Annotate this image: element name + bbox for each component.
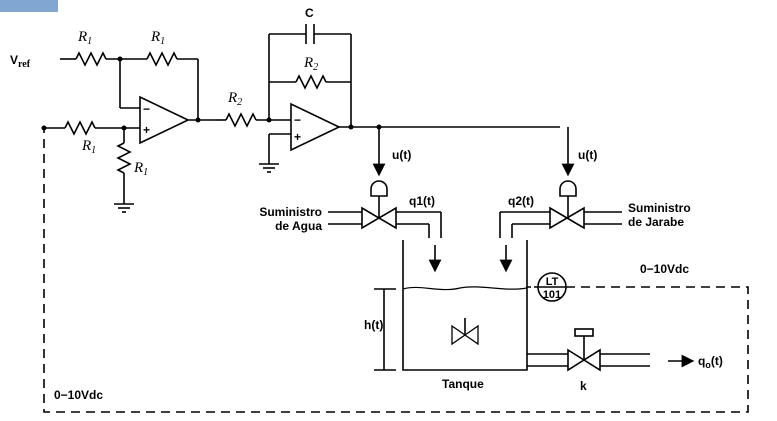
- u-label-2: u(t): [578, 148, 597, 162]
- r2-label-feedback: R2: [303, 55, 318, 73]
- resistor-r1-ground: [116, 142, 132, 174]
- signal-label-left: 0−10Vdc: [54, 388, 103, 402]
- r1-label-ground: R1: [133, 160, 148, 178]
- signal-label-right: 0−10Vdc: [640, 262, 689, 276]
- lt-number: 101: [543, 289, 561, 301]
- valve-water: [361, 206, 397, 230]
- opamp-2: [290, 102, 341, 152]
- opamp1-minus: −: [143, 102, 150, 116]
- vref-label: Vref: [10, 53, 31, 70]
- opamp2-plus: +: [294, 130, 301, 144]
- u-label-1: u(t): [392, 148, 411, 162]
- outflow-label: qo(t): [698, 354, 723, 370]
- syrup-supply-label-1: Suministro: [628, 201, 691, 215]
- resistor-r2-feedback: [295, 74, 327, 90]
- q1-label: q1(t): [409, 194, 435, 208]
- valve-k: [567, 348, 601, 372]
- tank-label: Tanque: [442, 377, 484, 391]
- capacitor-label: C: [305, 6, 314, 20]
- r1-label-top-left: R1: [77, 29, 92, 47]
- opamp-1: [139, 95, 190, 145]
- resistor-r1-top-left: [75, 51, 107, 67]
- r1-label-feedback: R1: [150, 29, 165, 47]
- feedback-signal-line: [43, 128, 749, 413]
- corner-tab: [0, 0, 58, 12]
- agitator-icon: [451, 324, 479, 346]
- actuator-2: [559, 180, 577, 197]
- resistor-r1-feedback: [146, 51, 178, 67]
- q2-label: q2(t): [508, 194, 534, 208]
- level-label: h(t): [364, 318, 383, 332]
- lt-label: LT: [546, 276, 559, 288]
- water-supply-label-2: de Agua: [275, 219, 322, 233]
- valve-syrup: [549, 206, 585, 230]
- actuator-1: [370, 180, 388, 197]
- tank: [402, 240, 528, 371]
- r1-label-input: R1: [81, 138, 96, 156]
- opamp1-plus: +: [143, 123, 150, 137]
- syrup-supply-label-2: de Jarabe: [628, 215, 684, 229]
- opamp2-minus: −: [294, 113, 301, 127]
- r2-label-input: R2: [227, 90, 242, 108]
- resistor-r2-input: [225, 112, 257, 128]
- resistor-r1-input: [64, 120, 96, 136]
- valve-k-label: k: [580, 379, 587, 393]
- water-supply-label-1: Suministro: [259, 205, 322, 219]
- liquid-level: [402, 286, 528, 291]
